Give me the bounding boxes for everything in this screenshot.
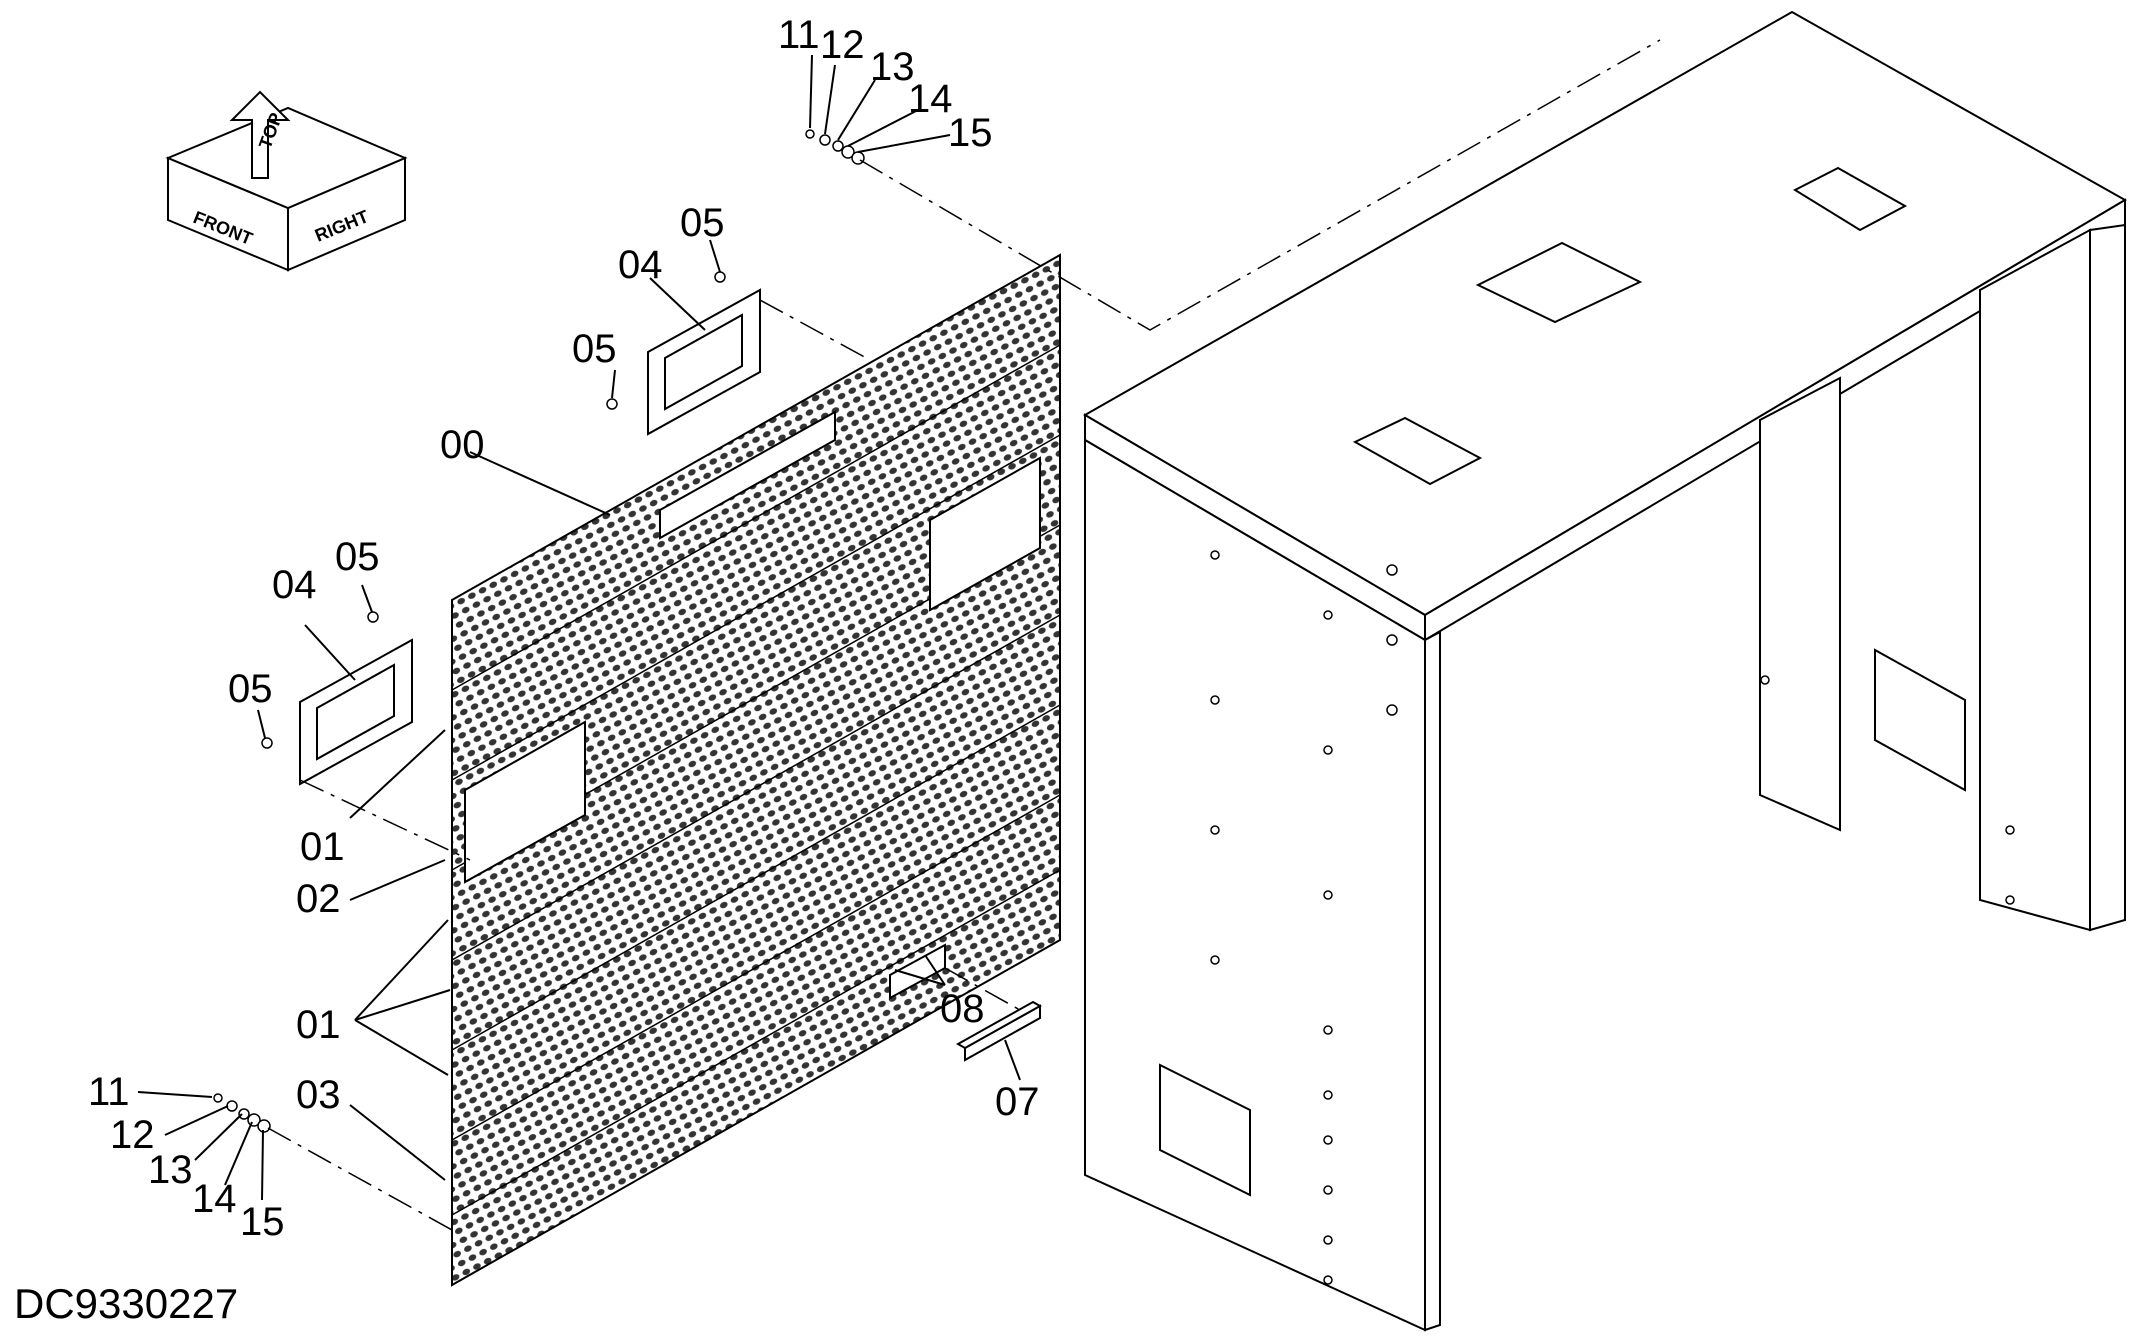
assembly-line-top [859, 39, 1661, 331]
hardware-top [805, 129, 865, 165]
label-01-lower: 01 [296, 1003, 341, 1047]
mesh-panel [451, 253, 1061, 1287]
deck-opening-1 [1352, 416, 1483, 486]
label-05-b: 05 [572, 327, 617, 371]
assembly-line-bottom [267, 1127, 453, 1231]
handle-slot [659, 410, 836, 540]
rear-column-side [2089, 223, 2126, 932]
side-panel-flange [1424, 630, 1441, 1332]
cutout-lower-left [464, 720, 586, 884]
label-top-13: 13 [870, 45, 915, 89]
label-07: 07 [995, 1080, 1040, 1124]
mesh-panel-body [451, 253, 1061, 1287]
deck-plate [1475, 241, 1643, 324]
label-04-lower: 04 [272, 563, 317, 607]
drawing-number: DC9330227 [14, 1280, 238, 1327]
inner-access-plate [1874, 648, 1966, 792]
label-bottom-15: 15 [240, 1200, 285, 1244]
label-top-11: 11 [778, 13, 820, 57]
label-08: 08 [940, 987, 985, 1031]
label-bottom-14: 14 [192, 1177, 237, 1221]
label-05-d: 05 [228, 667, 273, 711]
label-bottom-13: 13 [148, 1148, 193, 1192]
label-top-12: 12 [820, 23, 865, 67]
hardware-bottom [213, 1093, 271, 1133]
label-04-upper: 04 [618, 243, 663, 287]
label-02: 02 [296, 877, 341, 921]
label-05-a: 05 [680, 201, 725, 245]
label-00: 00 [440, 423, 485, 467]
label-05-c: 05 [335, 535, 380, 579]
rear-column [1979, 228, 2091, 932]
orientation-indicator: FRONT RIGHT TOP [165, 90, 408, 272]
label-top-15: 15 [948, 111, 993, 155]
cabinet-frame [1083, 10, 2127, 1332]
label-bottom-12: 12 [110, 1113, 155, 1157]
top-face [165, 106, 408, 210]
label-03: 03 [296, 1073, 341, 1117]
deck-opening-2 [1792, 166, 1908, 232]
label-top-14: 14 [908, 77, 953, 121]
top-arrow [229, 90, 291, 179]
inner-column [1759, 376, 1841, 832]
label-01-upper: 01 [300, 825, 345, 869]
leader-lines [137, 54, 1021, 1201]
cutout-upper-right [929, 456, 1041, 612]
label-bottom-11: 11 [88, 1070, 130, 1114]
access-plate [1159, 1063, 1251, 1197]
